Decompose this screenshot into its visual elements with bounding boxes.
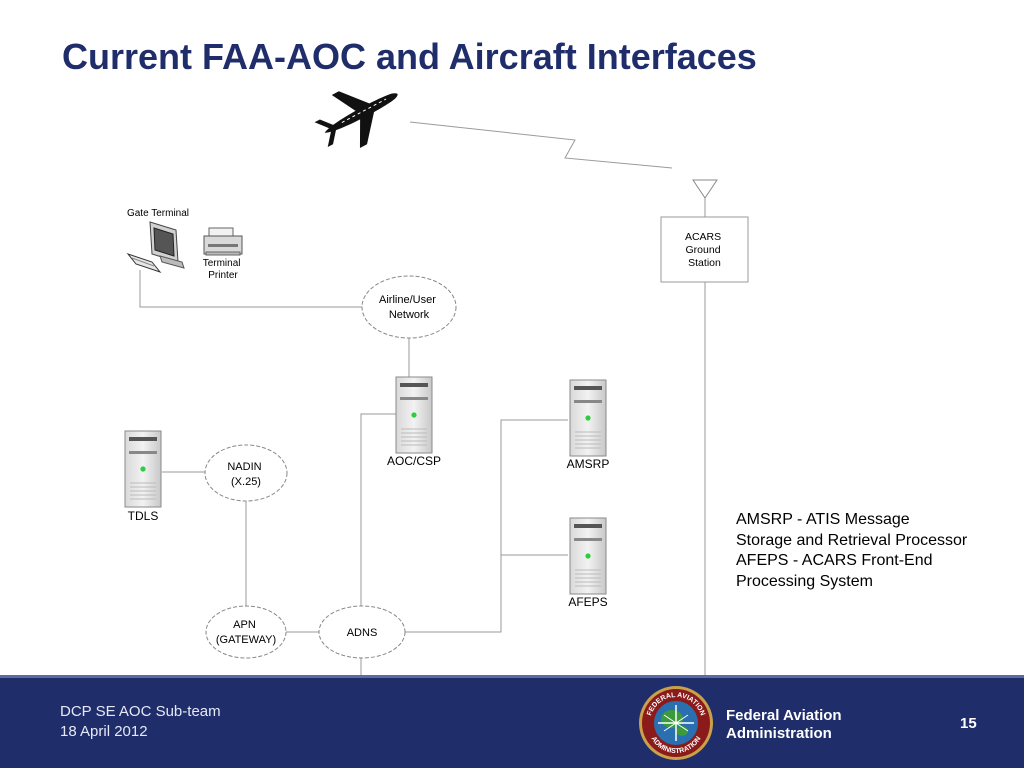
computer-terminal-icon <box>126 221 185 274</box>
legend-line: AFEPS - ACARS Front-End <box>736 552 933 569</box>
faa-name: Federal Aviation Administration <box>726 707 842 743</box>
link-gate-terminal-to-airline-network <box>139 270 362 308</box>
faa-seal-logo: FEDERAL AVIATION ADMINISTRATION <box>639 686 713 760</box>
server-icon <box>569 379 607 457</box>
footer-divider <box>0 675 1024 678</box>
svg-text:Airline/User Network: Airline/User Network <box>379 294 439 321</box>
slide-title: Current FAA-AOC and Aircraft Interfaces <box>62 36 757 77</box>
footer-date: 18 April 2012 <box>60 723 148 740</box>
link-aoc-to-bus <box>360 413 396 675</box>
antenna-icon <box>692 179 718 199</box>
svg-text:AMSRP: AMSRP <box>567 457 610 471</box>
server-icon <box>569 517 607 595</box>
nadin-cloud: NADIN (X.25) <box>204 444 288 502</box>
amsrp-server: AMSRP <box>567 379 610 471</box>
server-icon <box>124 430 162 508</box>
footer-team: DCP SE AOC Sub-team <box>60 703 221 720</box>
acars-ground-station: ACARS Ground Station <box>660 216 749 283</box>
faa-name-line2: Administration <box>726 725 832 742</box>
svg-text:ADNS: ADNS <box>347 627 378 639</box>
airplane-icon <box>314 91 398 148</box>
printer-icon <box>203 227 243 256</box>
svg-text:ACARS Ground Stati: ACARS Ground Station <box>685 231 724 269</box>
radio-link-zigzag <box>409 121 673 169</box>
adns-cloud: ADNS <box>318 605 406 659</box>
tdls-server: TDLS <box>124 430 162 523</box>
network-diagram: ACARS Ground Station Gate Terminal Termi… <box>124 91 749 675</box>
acronym-legend: AMSRP - ATIS Message Storage and Retriev… <box>736 510 1006 592</box>
faa-name-line1: Federal Aviation <box>726 707 842 724</box>
svg-text:AFEPS: AFEPS <box>568 595 607 609</box>
legend-line: Processing System <box>736 572 873 590</box>
svg-text:NADIN (X.25): NADIN (X.25) <box>227 461 264 488</box>
legend-line: Storage and Retrieval Processor <box>736 531 968 549</box>
footer-bar: DCP SE AOC Sub-team 18 April 2012 FEDERA… <box>0 675 1024 768</box>
afeps-server: AFEPS <box>568 517 608 609</box>
aoc-csp-server: AOC/CSP <box>387 376 441 468</box>
gate-terminal-label: Gate Terminal <box>127 208 189 219</box>
server-icon <box>395 376 433 454</box>
svg-text:APN (GATEWAY): APN (GATEWAY) <box>216 619 276 646</box>
connector-lines <box>139 121 706 675</box>
svg-text:TDLS: TDLS <box>128 509 159 523</box>
apn-gateway-cloud: APN (GATEWAY) <box>205 605 287 659</box>
svg-text:AOC/CSP: AOC/CSP <box>387 454 441 468</box>
link-adns-to-servers <box>405 419 568 633</box>
page-number: 15 <box>960 715 977 732</box>
terminal-printer-label: Terminal Printer <box>203 258 244 281</box>
legend-line: AMSRP - ATIS Message <box>736 511 910 528</box>
airline-user-network-cloud: Airline/User Network <box>361 275 457 339</box>
